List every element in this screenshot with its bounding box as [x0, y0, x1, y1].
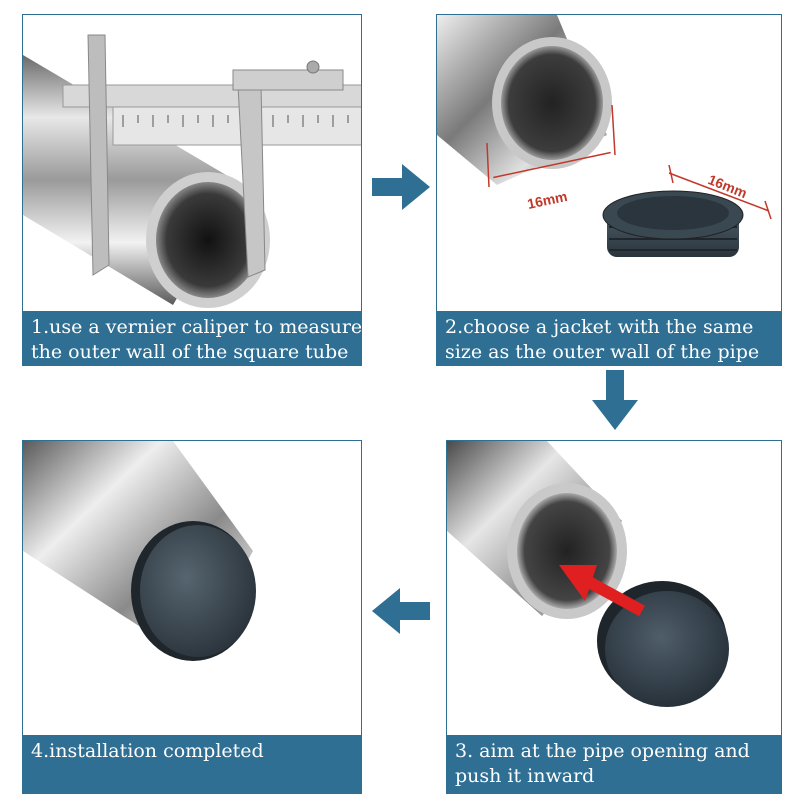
- arrow-left-icon: [372, 588, 430, 634]
- arrow-down-icon: [592, 370, 638, 430]
- step-2-caption: 2.choose a jacket with the same size as …: [437, 311, 781, 365]
- caliper-measuring-photo: [23, 15, 361, 365]
- step-2-caption-line-1: 2.choose a jacket with the same: [445, 316, 754, 338]
- step-2-panel: 16mm 16mm 2.choose a jacket with the sam…: [436, 14, 782, 366]
- step-4-caption: 4.installation completed: [23, 735, 361, 793]
- step-3-caption-line-1: 3. aim at the pipe opening and: [455, 740, 750, 762]
- step-1-caption-line-1: 1.use a vernier caliper to measure: [31, 316, 362, 338]
- arrow-right-icon: [372, 164, 430, 210]
- step-4-caption-line-1: 4.installation completed: [31, 740, 264, 762]
- step-3-caption-line-2: push it inward: [455, 765, 595, 787]
- step-4-panel: 4.installation completed: [22, 440, 362, 794]
- step-1-caption-line-2: the outer wall of the square tube: [31, 341, 349, 363]
- step-3-panel: 3. aim at the pipe opening and push it i…: [446, 440, 782, 794]
- step-1-caption: 1.use a vernier caliper to measure the o…: [23, 311, 361, 365]
- pipe-and-jacket-photo: 16mm 16mm: [437, 15, 781, 365]
- installed-cap-photo: [23, 441, 361, 793]
- step-3-caption: 3. aim at the pipe opening and push it i…: [447, 735, 781, 793]
- step-1-panel: 1.use a vernier caliper to measure the o…: [22, 14, 362, 366]
- push-cap-photo: [447, 441, 781, 793]
- step-2-caption-line-2: size as the outer wall of the pipe: [445, 341, 760, 363]
